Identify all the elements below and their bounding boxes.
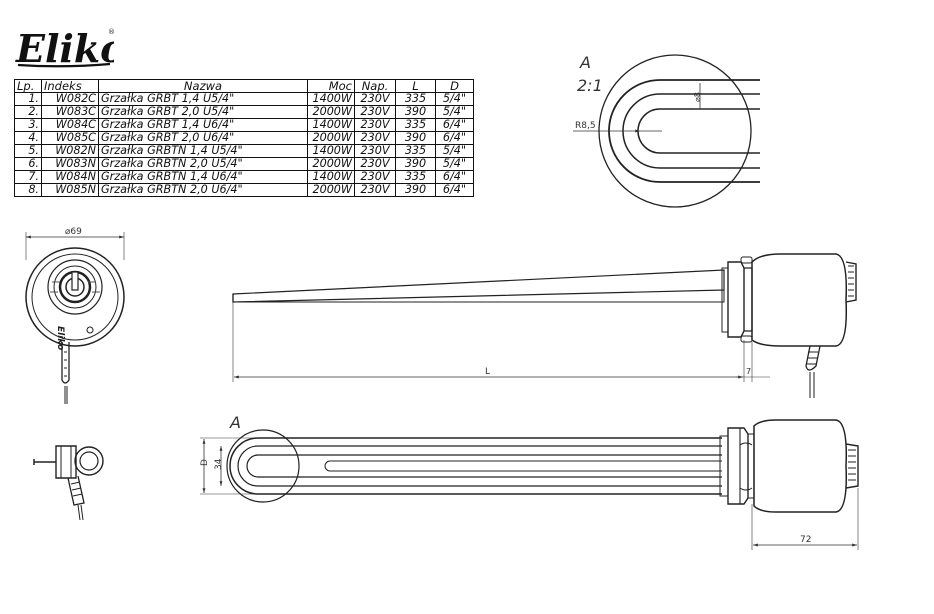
side-length-label: L	[485, 367, 490, 377]
cell-indeks: W083C	[41, 105, 99, 119]
top-view: A D 34 72	[200, 413, 859, 550]
cell-d: 5/4"	[435, 105, 474, 119]
registered-mark: ®	[108, 28, 115, 36]
detail-a-view: A 2:1 ⌀8 R8,5	[573, 53, 760, 208]
front-diameter-label: ⌀69	[65, 227, 82, 237]
cell-indeks: W084C	[41, 118, 99, 132]
top-72-label: 72	[800, 535, 811, 545]
top-detail-label: A	[229, 413, 241, 432]
detail-diameter-label: ⌀8	[693, 92, 702, 102]
front-view: ⌀69 Eliko	[25, 227, 125, 404]
cell-d: 5/4"	[435, 144, 474, 158]
cell-l: 390	[395, 131, 436, 145]
cell-nazwa: Grzałka GRBTN 2,0 U5/4"	[98, 157, 308, 171]
cell-indeks: W082C	[41, 92, 99, 106]
detail-radius-label: R8,5	[575, 121, 596, 131]
cell-l: 390	[395, 183, 436, 197]
side-view: L 7	[232, 253, 857, 398]
cell-l: 390	[395, 105, 436, 119]
header-d: D	[435, 79, 474, 93]
top-34-label: 34	[214, 458, 224, 470]
cell-l: 335	[395, 92, 436, 106]
table-header-row: Lp. Indeks Nazwa Moc Nap. L D	[14, 79, 474, 93]
header-moc: Moc	[307, 79, 355, 93]
cell-nazwa: Grzałka GRBTN 2,0 U6/4"	[98, 183, 308, 197]
plug-view	[33, 445, 104, 521]
detail-scale-label: 2:1	[577, 76, 603, 95]
front-brand-label: Eliko	[55, 326, 65, 350]
cell-nazwa: Grzałka GRBTN 1,4 U6/4"	[98, 170, 308, 184]
cell-moc: 1400W	[307, 118, 355, 132]
cell-d: 5/4"	[435, 157, 474, 171]
cell-d: 6/4"	[435, 183, 474, 197]
eliko-logo: Eliko	[14, 24, 126, 72]
cell-nap: 230V	[354, 92, 396, 106]
cell-nap: 230V	[354, 183, 396, 197]
cell-indeks: W084N	[41, 170, 99, 184]
cell-moc: 2000W	[307, 183, 355, 197]
cell-indeks: W085N	[41, 183, 99, 197]
top-d-label: D	[200, 459, 210, 466]
cell-nazwa: Grzałka GRBT 1,4 U5/4"	[98, 92, 308, 106]
detail-a-label: A	[579, 53, 591, 72]
side-offset-label: 7	[746, 367, 751, 376]
cell-d: 6/4"	[435, 118, 474, 132]
header-nap: Nap.	[354, 79, 396, 93]
